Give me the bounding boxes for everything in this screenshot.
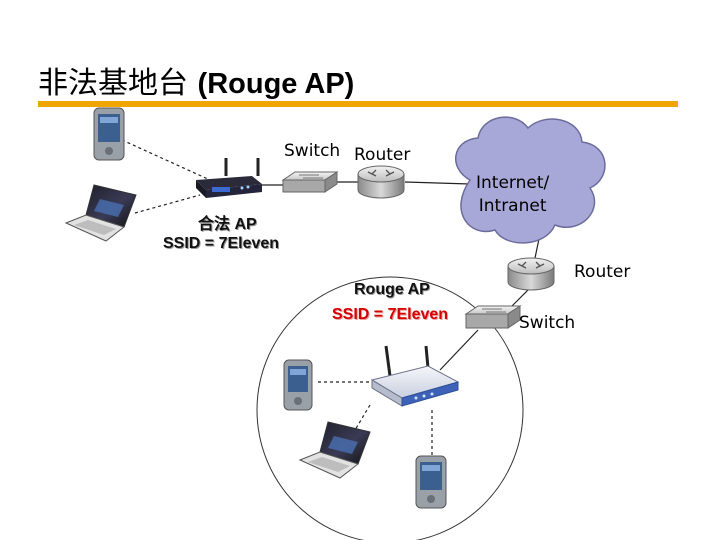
pda-icon-bottom [415,455,447,509]
label-switch-top: Switch [284,141,341,161]
rogue-coverage-circle [256,276,524,540]
link-router-cloud [404,181,471,185]
label-legit-ap: 合法 AP [198,216,257,233]
router-icon-right [507,257,555,291]
switch-icon-right [464,305,522,329]
link-router-switch [509,289,529,309]
wireless-link-pda-top [121,139,211,181]
laptop-icon-top [64,184,137,242]
laptop-icon-bottom [298,421,371,479]
title-chinese: 非法基地台 [38,66,188,101]
pda-icon-top [93,107,125,161]
label-rogue-ssid: SSID = 7Eleven [332,306,449,323]
switch-icon-top [281,171,339,193]
label-legit-ssid: SSID = 7Eleven [163,235,280,252]
wireless-link-laptop-top [134,194,201,214]
title-underline-bar [38,101,678,107]
connection-lines [121,139,541,455]
access-point-icon [370,345,460,407]
wireless-router-icon [196,158,262,198]
cloud-icon [454,116,606,244]
label-internet: Internet/ Intranet [476,173,550,216]
label-router-right: Router [574,262,631,282]
link-switch-rogue-ap [439,329,479,371]
router-icon-top [357,165,405,199]
pda-icon-left [283,359,313,411]
label-switch-right: Switch [519,313,576,333]
wireless-link-laptop-bottom [354,404,371,431]
page-title: 非法基地台 (Rouge AP) [38,58,354,102]
label-rogue-ap: Rouge AP [354,281,430,298]
title-english: (Rouge AP) [197,68,355,100]
label-router-top: Router [354,145,411,165]
